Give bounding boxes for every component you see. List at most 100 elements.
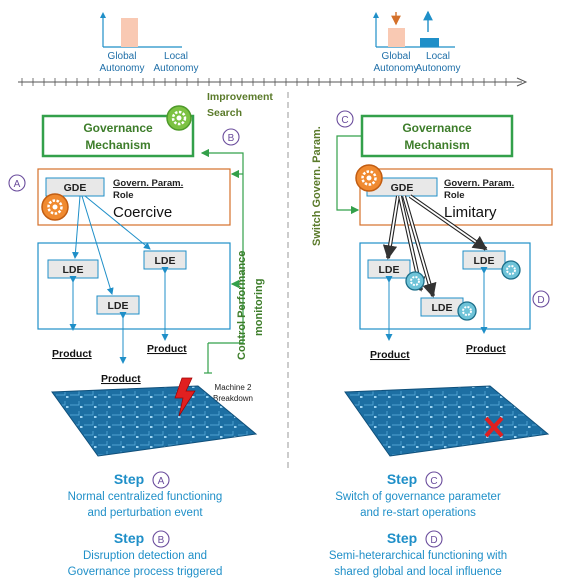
step-word: Step — [114, 530, 144, 546]
gear-icon — [355, 164, 383, 192]
control-feedback-line — [200, 148, 244, 344]
timeline — [18, 77, 528, 87]
gear-icon — [405, 271, 425, 291]
govern-param-label: Govern. Param. — [113, 178, 183, 189]
left-autonomy-chart: Global Autonomy Local Autonomy — [99, 12, 199, 74]
red-x-icon — [484, 416, 504, 438]
local-autonomy-label: Local — [426, 51, 450, 62]
step-a-line1: Normal centralized functioning — [68, 491, 223, 503]
step-b-line1: Disruption detection and — [83, 550, 207, 562]
step-c-line1: Switch of governance parameter — [335, 491, 501, 503]
lde-label: LDE — [108, 300, 129, 312]
lde-label: LDE — [432, 302, 453, 314]
gde-label: GDE — [64, 182, 87, 194]
factory-board-image — [344, 385, 550, 457]
lde-area — [37, 242, 231, 330]
local-autonomy-label-2: Autonomy — [415, 63, 460, 74]
lde-label: LDE — [63, 264, 84, 276]
global-autonomy-bar — [121, 18, 138, 47]
svg-text:B: B — [228, 133, 235, 144]
marker-b: B — [222, 128, 240, 146]
product-label: Product — [52, 348, 92, 360]
role-value: Coercive — [113, 204, 172, 221]
step-marker — [152, 471, 170, 489]
role-value: Limitary — [444, 204, 497, 221]
gde-lde-arrow — [71, 195, 81, 259]
right-panel: Switch Govern. Param. C Governance Mecha… — [311, 110, 553, 457]
improvement-search-label: Improvement — [207, 91, 273, 103]
lightning-icon — [174, 377, 196, 417]
global-autonomy-label-2: Autonomy — [373, 63, 418, 74]
control-performance-label-2: monitoring — [253, 279, 265, 336]
breakdown-label-2: Breakdown — [213, 394, 253, 403]
global-autonomy-label: Global — [108, 51, 137, 62]
step-marker — [425, 530, 443, 548]
governance-mechanism-label-2: Mechanism — [404, 138, 469, 152]
gear-icon — [457, 301, 477, 321]
governance-mechanism-box — [360, 114, 514, 158]
gde-box — [45, 177, 105, 197]
role-label: Role — [444, 190, 465, 201]
switch-govern-param-label: Switch Govern. Param. — [311, 126, 323, 246]
product-label: Product — [101, 373, 141, 385]
gear-icon — [166, 105, 192, 131]
step-marker — [152, 530, 170, 548]
step-a-caption: Step A Normal centralized functioning an… — [68, 471, 223, 519]
factory-board-image — [51, 385, 258, 457]
svg-text:D: D — [537, 295, 544, 306]
switch-arrow — [336, 135, 362, 215]
lde-box — [96, 295, 140, 315]
product-label: Product — [370, 349, 410, 361]
control-performance-label: Control Performance — [236, 251, 248, 360]
step-marker-label: B — [158, 535, 165, 546]
timeline-ticks — [21, 78, 507, 86]
step-c-line2: and re-start operations — [360, 507, 476, 519]
step-word: Step — [114, 471, 144, 487]
timeline-arrow — [516, 77, 528, 87]
role-label: Role — [113, 190, 134, 201]
svg-text:A: A — [14, 179, 21, 190]
marker-d: D — [532, 290, 550, 308]
step-d-line2: shared global and local influence — [334, 566, 502, 578]
step-b-line2: Governance process triggered — [68, 566, 223, 578]
breakdown-label: Machine 2 — [215, 383, 252, 392]
governance-mechanism-label: Governance — [83, 121, 153, 135]
gde-lde-arrow — [84, 195, 151, 250]
chart-y-arrow — [373, 12, 379, 18]
chart-y-arrow — [100, 12, 106, 18]
marker-a: A — [8, 174, 26, 192]
lde-label: LDE — [379, 264, 400, 276]
global-autonomy-bar — [388, 28, 405, 47]
left-panel: Improvement Search Governance Mechanism … — [8, 91, 273, 457]
local-autonomy-label-2: Autonomy — [153, 63, 198, 74]
step-marker — [425, 471, 443, 489]
step-word: Step — [387, 471, 417, 487]
product-label: Product — [147, 343, 187, 355]
local-autonomy-bar — [420, 38, 439, 47]
improvement-search-label-2: Search — [207, 107, 242, 119]
step-marker-label: D — [430, 535, 437, 546]
gear-icon — [501, 260, 521, 280]
gde-lde-arrow — [81, 195, 114, 295]
marker-c: C — [336, 110, 354, 128]
global-autonomy-label: Global — [382, 51, 411, 62]
step-marker-label: A — [158, 476, 165, 487]
gear-icon — [41, 193, 69, 221]
governance-mechanism-label: Governance — [402, 121, 472, 135]
lde-label: LDE — [155, 255, 176, 267]
svg-text:C: C — [341, 115, 348, 126]
right-autonomy-chart: Global Autonomy Local Autonomy — [373, 10, 461, 74]
step-marker-label: C — [430, 476, 437, 487]
step-c-caption: Step C Switch of governance parameter an… — [335, 471, 501, 519]
step-word: Step — [387, 530, 417, 546]
step-d-line1: Semi-heterarchical functioning with — [329, 550, 507, 562]
global-autonomy-label-2: Autonomy — [99, 63, 144, 74]
lde-label: LDE — [474, 255, 495, 267]
govern-param-label: Govern. Param. — [444, 178, 514, 189]
gde-label: GDE — [391, 182, 414, 194]
local-autonomy-label: Local — [164, 51, 188, 62]
step-b-caption: Step B Disruption detection and Governan… — [68, 530, 223, 578]
governance-mechanism-label-2: Mechanism — [85, 138, 150, 152]
step-a-line2: and perturbation event — [87, 507, 203, 519]
